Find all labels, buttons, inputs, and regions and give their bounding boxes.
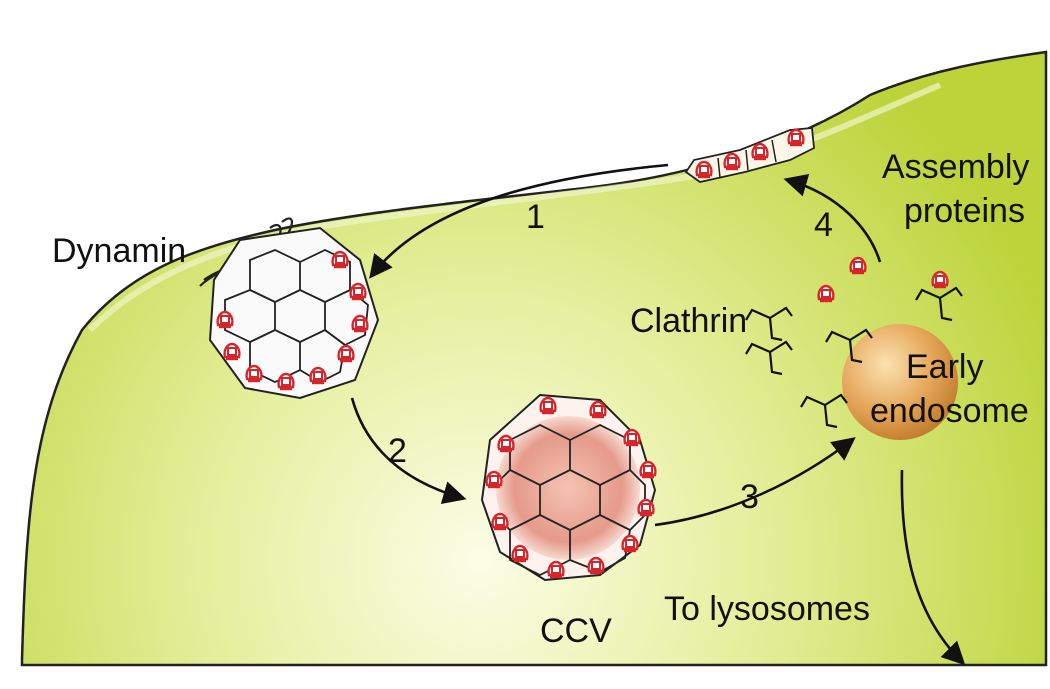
cell-body <box>20 50 1048 667</box>
plasma-membrane-highlight <box>87 82 942 333</box>
label-to-lysosomes: To lysosomes <box>664 590 870 628</box>
step-2-number: 2 <box>388 432 407 470</box>
label-assembly: Assembly <box>882 148 1029 186</box>
label-ccv: CCV <box>540 612 612 650</box>
arrow-step-1 <box>369 163 669 279</box>
arrow-step-4 <box>783 173 882 263</box>
label-endosome: endosome <box>870 392 1029 430</box>
step-3-number: 3 <box>740 478 759 516</box>
early-endosome <box>842 324 958 440</box>
arrow-step-3 <box>654 437 856 527</box>
arrow-to-lysosomes <box>900 469 966 666</box>
assembly-protein-strip <box>684 127 815 183</box>
label-dynamin: Dynamin <box>52 232 186 270</box>
step-1-number: 1 <box>526 198 545 236</box>
arrow-step-2 <box>350 397 467 505</box>
label-clathrin: Clathrin <box>630 302 747 340</box>
label-proteins: proteins <box>904 192 1025 230</box>
clathrin-coated-vesicle <box>480 393 657 582</box>
budding-coated-vesicle <box>208 226 380 400</box>
label-early: Early <box>906 348 983 386</box>
step-4-number: 4 <box>814 206 833 244</box>
